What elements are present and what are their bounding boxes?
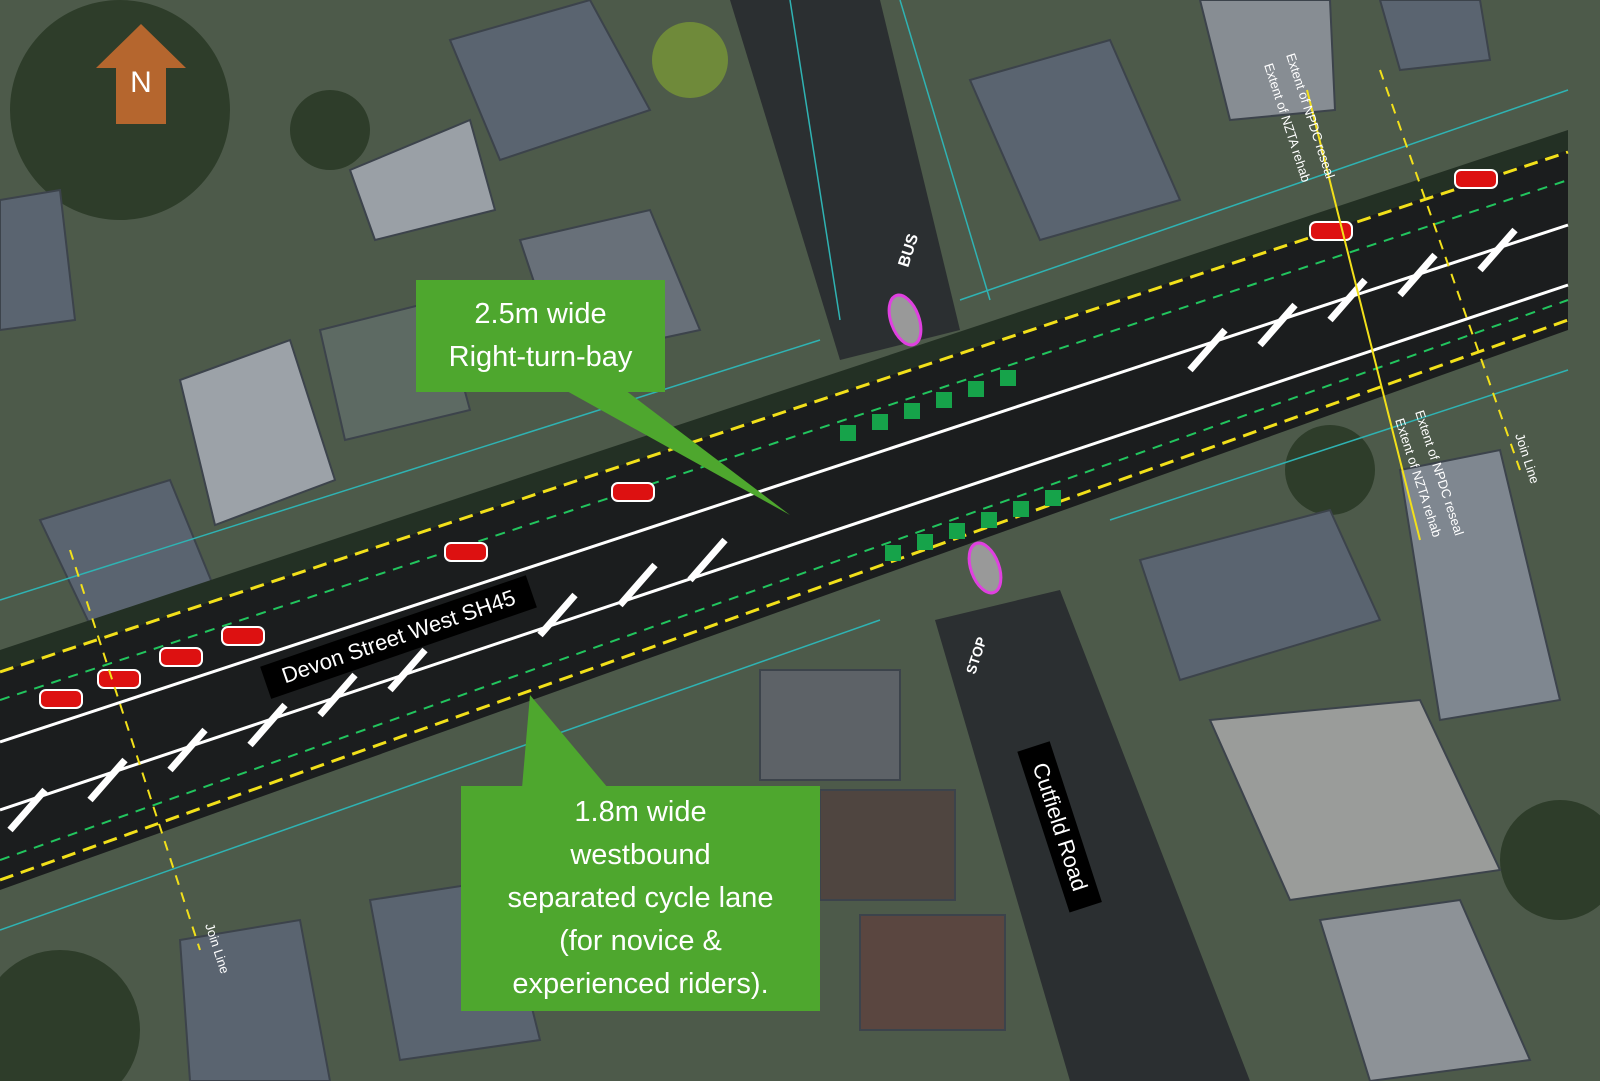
callout-line: 1.8m wide: [574, 796, 707, 828]
cutfield-road: [935, 590, 1250, 1081]
cycle-lane-dashes: [0, 179, 1569, 861]
hatched-median: [7, 227, 1518, 833]
cycle-lane-north: [0, 130, 1568, 672]
green-crossing-squares: [840, 370, 1061, 561]
devon-street-road: [0, 140, 1568, 890]
callout-line: Right-turn-bay: [448, 341, 633, 373]
pedestrian-islands: [887, 293, 1003, 595]
callout-line: separated cycle lane: [507, 882, 774, 914]
right-turn-bay-pointer: [565, 390, 790, 515]
north-side-road: [730, 0, 960, 360]
parked-cars: [39, 169, 1498, 709]
callout-line: 2.5m wide: [474, 298, 607, 330]
cycle-lane-callout: 1.8m wide westbound separated cycle lane…: [461, 786, 820, 1011]
cycle-lane-pointer: [522, 695, 608, 788]
edge-lines: [0, 150, 1569, 882]
property-boundaries: [0, 0, 1569, 931]
callout-line: (for novice &: [559, 925, 722, 957]
right-turn-bay-callout: 2.5m wide Right-turn-bay: [416, 280, 665, 392]
extent-lines: [69, 69, 1521, 951]
callout-line: westbound: [570, 839, 711, 871]
lane-markings: [0, 223, 1569, 812]
north-arrow: N: [96, 24, 186, 124]
north-arrow-icon: [96, 24, 186, 124]
houses: [0, 0, 1562, 1081]
callout-line: experienced riders).: [512, 968, 769, 1000]
north-label: N: [130, 66, 152, 99]
